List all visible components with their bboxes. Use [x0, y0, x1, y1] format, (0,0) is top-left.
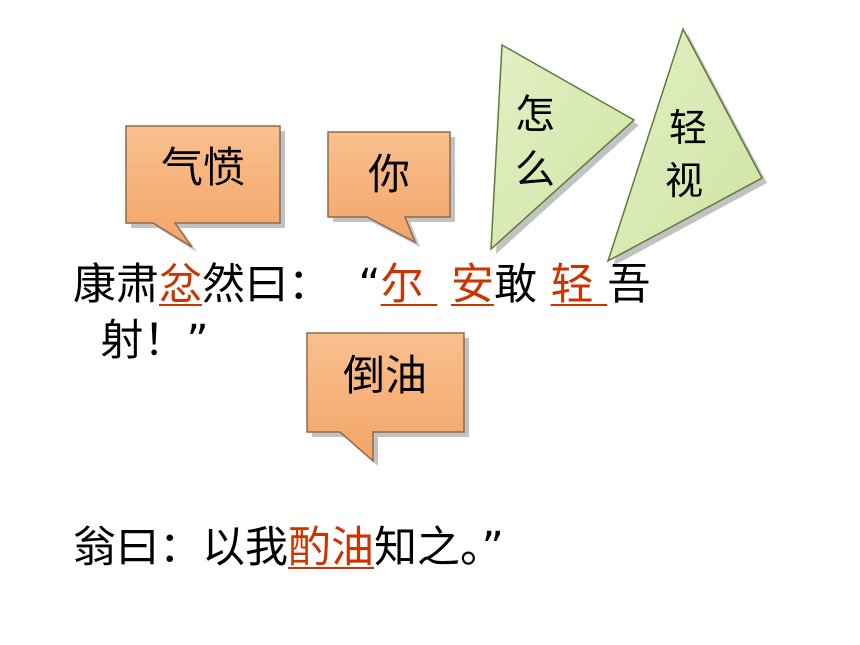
sentence-1-part-3 — [437, 260, 451, 310]
callout-slight-text-2: 视 — [665, 159, 703, 203]
highlight-word-fen: 忿 — [159, 260, 202, 310]
sentence-1-line-2: 射！” — [73, 316, 209, 366]
callout-how-text-1: 怎 — [515, 92, 555, 138]
callout-pour-oil-text: 倒油 — [343, 351, 427, 400]
callout-you: 你 — [327, 131, 455, 247]
sentence-1-line-1: 康肃忿然曰： “尔 安敢 轻 吾 — [73, 260, 650, 310]
sentence-2: 翁曰：以我酌油知之。” — [73, 523, 504, 573]
callout-angry-text: 气愤 — [161, 143, 245, 192]
callout-pour-oil: 倒油 — [306, 332, 469, 466]
highlight-word-an: 安 — [450, 260, 494, 310]
callout-slight: 轻 视 — [606, 27, 767, 266]
sentence-2-part-1: 翁曰：以我 — [73, 523, 288, 573]
sentence-1-part-4: 敢 — [493, 260, 551, 310]
callout-how-text-2: 么 — [515, 147, 555, 193]
sentence-2-part-2: 知之。” — [374, 523, 504, 573]
highlight-word-zhuoyou: 酌油 — [288, 523, 374, 573]
sentence-1-part-5: 吾 — [607, 260, 651, 310]
highlight-word-er: 尔 — [380, 260, 438, 310]
callout-how: 怎 么 — [490, 43, 639, 254]
highlight-word-qing: 轻 — [550, 260, 608, 310]
callout-angry: 气愤 — [125, 125, 285, 252]
sentence-1-part-1: 康肃 — [73, 260, 159, 310]
callout-you-text: 你 — [368, 150, 410, 199]
sentence-1-part-2: 然曰： “ — [202, 260, 381, 310]
callout-slight-text-1: 轻 — [669, 106, 707, 150]
